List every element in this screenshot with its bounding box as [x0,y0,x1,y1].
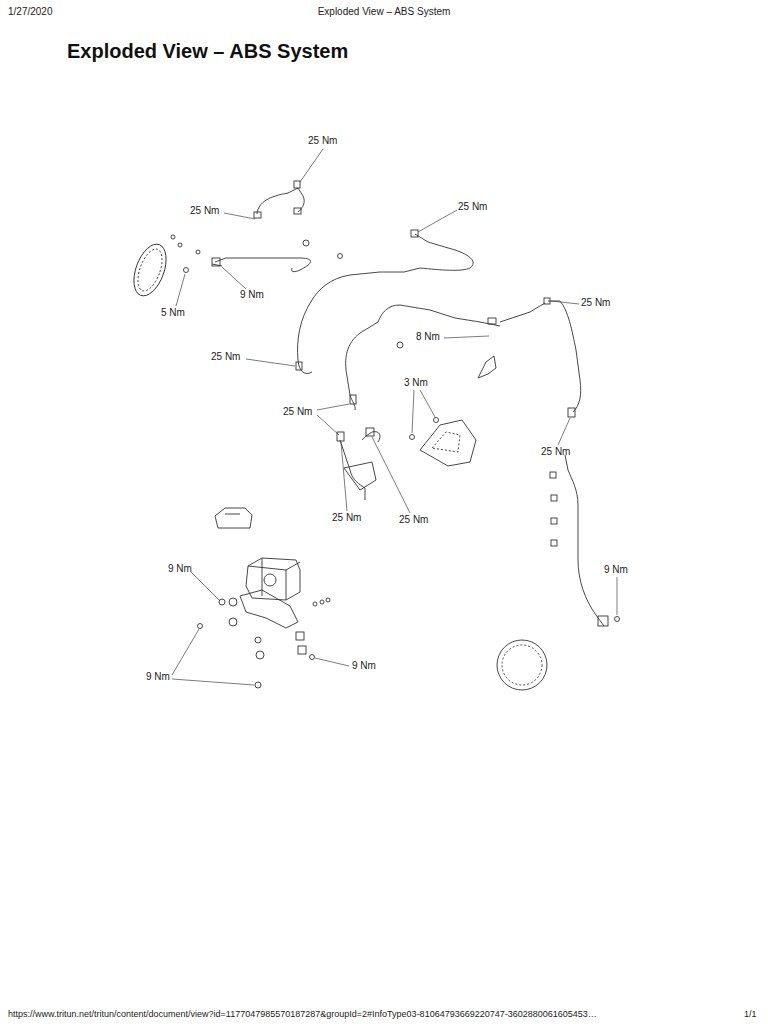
page-number: 1/1 [744,1008,757,1020]
torque-value: 25 Nm [458,201,487,213]
print-date: 1/27/2020 [8,6,53,18]
torque-value: 25 Nm [581,297,610,309]
torque-value: 25 Nm [283,406,312,418]
torque-value: 25 Nm [190,205,219,217]
torque-value: 25 Nm [541,446,570,458]
torque-value: 25 Nm [308,135,337,147]
torque-value: 25 Nm [332,512,361,524]
torque-value: 9 Nm [168,563,192,575]
torque-value: 25 Nm [211,351,240,363]
torque-value: 25 Nm [399,514,428,526]
torque-value: 3 Nm [404,377,428,389]
print-header: Exploded View – ABS System [318,6,451,18]
torque-value: 8 Nm [416,331,440,343]
torque-value: 9 Nm [240,289,264,301]
torque-value: 9 Nm [352,660,376,672]
page-title: Exploded View – ABS System [67,40,348,63]
torque-value: 9 Nm [604,564,628,576]
torque-value: 5 Nm [161,307,185,319]
torque-value: 9 Nm [146,671,170,683]
page-url: https://www.tritun.net/tritun/content/do… [8,1008,597,1020]
